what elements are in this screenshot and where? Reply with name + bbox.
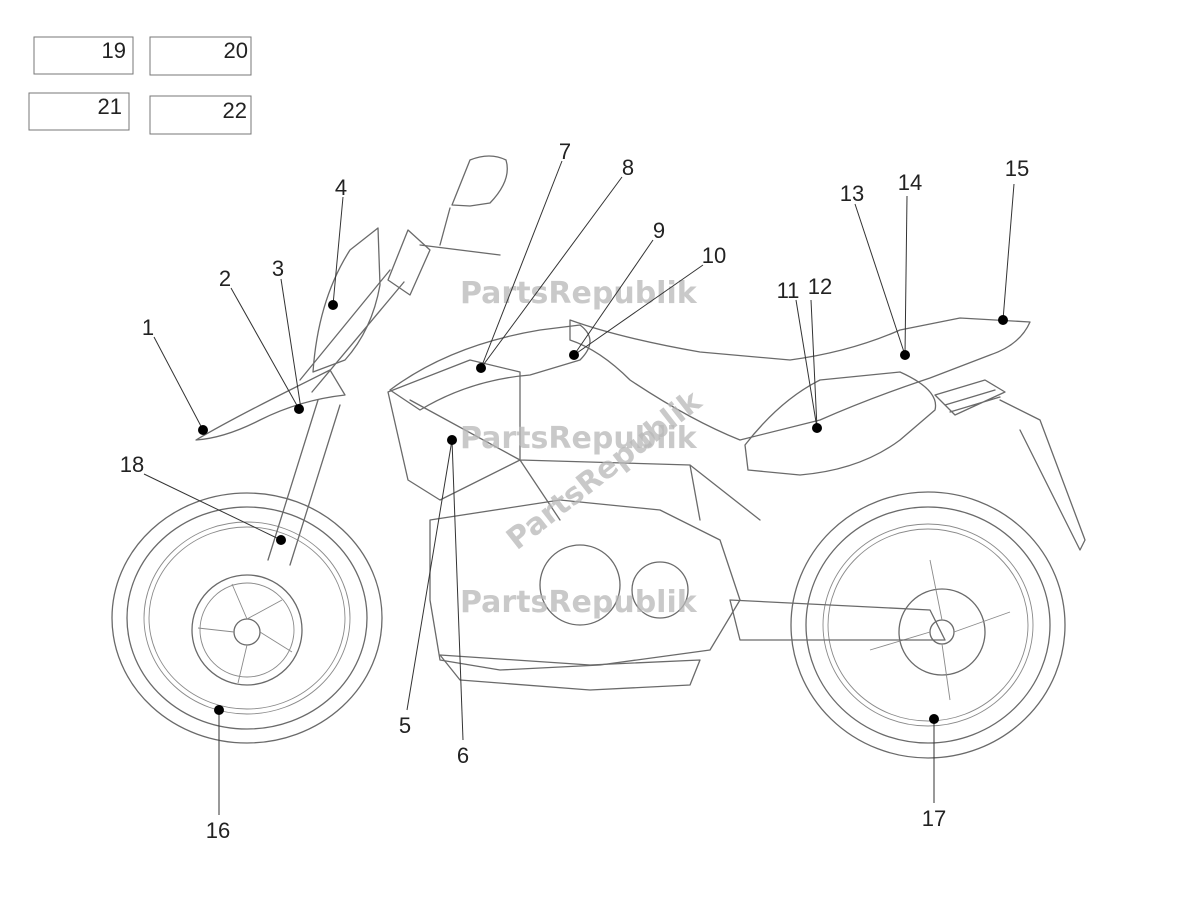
tail-panel bbox=[744, 371, 937, 476]
dot-7-8 bbox=[476, 363, 486, 373]
dot-18 bbox=[276, 535, 286, 545]
callout-dots bbox=[198, 300, 1008, 724]
leader-lines bbox=[143, 160, 1015, 815]
callout-9: 9 bbox=[653, 218, 665, 243]
callout-16: 16 bbox=[206, 818, 230, 843]
watermark-top: PartsRepublik bbox=[460, 276, 698, 311]
legend-box-19-label: 19 bbox=[102, 38, 126, 63]
legend-box-20: 20 bbox=[149, 36, 252, 76]
dot-4 bbox=[328, 300, 338, 310]
legend-box-21-label: 21 bbox=[98, 94, 122, 119]
clutch-cover bbox=[631, 561, 689, 619]
headlight-fairing bbox=[312, 227, 381, 373]
watermark-bottom: PartsRepublik bbox=[460, 585, 698, 620]
dot-17 bbox=[929, 714, 939, 724]
front-wheel bbox=[111, 492, 383, 744]
watermark-diagonal: PartsRepublik bbox=[500, 383, 709, 557]
legend-box-22-label: 22 bbox=[223, 98, 247, 123]
callout-2: 2 bbox=[219, 266, 231, 291]
front-fork bbox=[267, 269, 405, 566]
callout-14: 14 bbox=[898, 170, 922, 195]
callout-3: 3 bbox=[272, 256, 284, 281]
watermark-middle: PartsRepublik bbox=[460, 421, 698, 456]
callout-7: 7 bbox=[559, 139, 571, 164]
tail-vent bbox=[934, 379, 1006, 416]
exhaust-belly bbox=[439, 654, 701, 691]
seat bbox=[569, 317, 1031, 441]
rear-wheel bbox=[790, 491, 1066, 759]
callout-17: 17 bbox=[922, 806, 946, 831]
legend-box-19: 19 bbox=[33, 36, 134, 75]
callout-labels: 1 2 3 4 5 6 7 8 9 10 11 12 13 14 15 16 1… bbox=[120, 139, 1029, 843]
dot-9-10 bbox=[569, 350, 579, 360]
dot-1 bbox=[198, 425, 208, 435]
callout-11: 11 bbox=[777, 278, 800, 303]
callout-5: 5 bbox=[399, 713, 411, 738]
callout-10: 10 bbox=[702, 243, 726, 268]
dot-2-3 bbox=[294, 404, 304, 414]
legend-box-22: 22 bbox=[149, 95, 252, 135]
dot-5-6 bbox=[447, 435, 457, 445]
callout-6: 6 bbox=[457, 743, 469, 768]
callout-12: 12 bbox=[808, 274, 832, 299]
engine-cover bbox=[539, 544, 621, 626]
motorcycle-drawing bbox=[111, 155, 1086, 759]
callout-8: 8 bbox=[622, 155, 634, 180]
swingarm bbox=[729, 599, 946, 641]
dot-11-12 bbox=[812, 423, 822, 433]
callout-4: 4 bbox=[335, 175, 347, 200]
dot-15 bbox=[998, 315, 1008, 325]
fuel-tank bbox=[389, 324, 591, 411]
callout-13: 13 bbox=[840, 181, 864, 206]
callout-15: 15 bbox=[1005, 156, 1029, 181]
frame bbox=[409, 399, 761, 521]
engine bbox=[429, 499, 741, 671]
callout-1: 1 bbox=[142, 315, 154, 340]
dot-16 bbox=[214, 705, 224, 715]
dot-13-14 bbox=[900, 350, 910, 360]
mirror bbox=[419, 155, 508, 256]
license-bracket bbox=[999, 399, 1086, 551]
legend-box-21: 21 bbox=[28, 92, 130, 131]
front-fender bbox=[195, 369, 346, 441]
legend-box-20-label: 20 bbox=[224, 38, 248, 63]
headlight-mount bbox=[387, 229, 431, 296]
callout-18: 18 bbox=[120, 452, 144, 477]
